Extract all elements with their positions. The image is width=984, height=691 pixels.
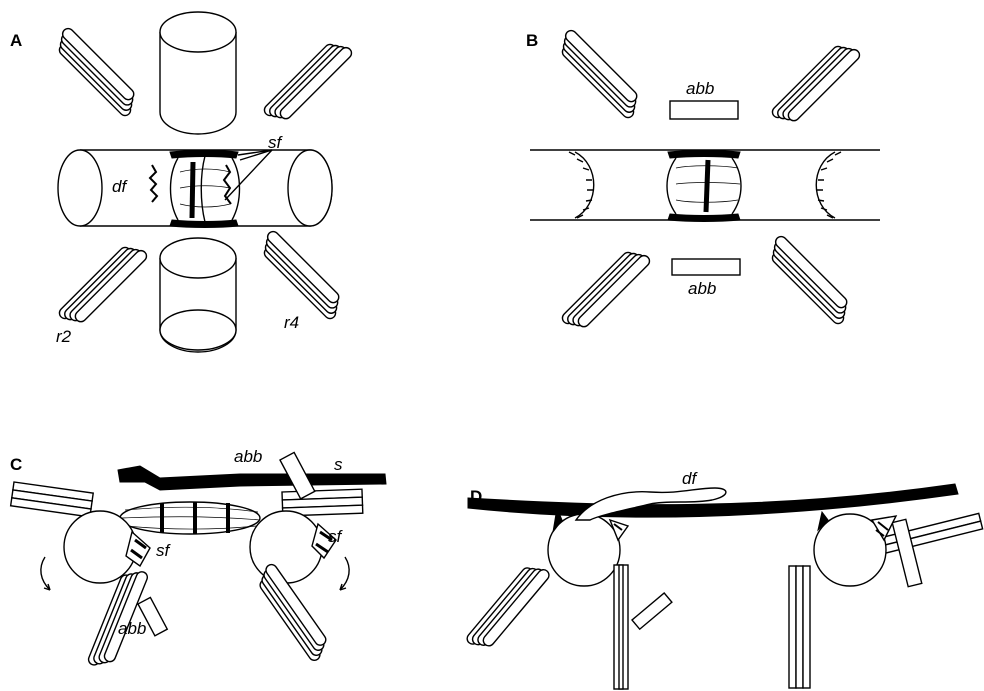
- label-sf-c-right: sf: [328, 527, 344, 546]
- abb-block-c-bottom: [137, 596, 169, 637]
- abb-block-d: [891, 518, 923, 588]
- plank-c-left: [9, 481, 94, 518]
- label-df-a: df: [112, 177, 128, 196]
- panel-a: A: [10, 11, 355, 353]
- cylinder-a-bottom: [159, 237, 237, 353]
- label-abb-b-bottom: abb: [688, 279, 716, 298]
- sf-bands-c: [125, 522, 337, 568]
- label-abb-b-top: abb: [686, 79, 714, 98]
- detached-fiber-df: [574, 487, 727, 521]
- rotation-arrow-c-left: [40, 556, 51, 591]
- abb-block-b-bottom: [671, 258, 741, 276]
- disk-b: [666, 150, 742, 222]
- label-df-d: df: [682, 469, 698, 488]
- abb-block-c-top: [279, 451, 316, 500]
- rod-bundle-a-bottomleft: [56, 238, 150, 332]
- label-abb-c-bottom: abb: [118, 619, 146, 638]
- cylinder-a-top: [159, 11, 237, 135]
- abb-block-b-top: [669, 100, 739, 120]
- panel-d: D df: [464, 469, 984, 690]
- roller-d-right: [813, 513, 887, 587]
- panel-b: B abb abb: [526, 27, 880, 337]
- substrate-strip-c: [117, 465, 387, 491]
- sf-pointer-a: [224, 149, 273, 201]
- horizontal-cylinder-a: [57, 149, 333, 227]
- roller-c-right: [249, 510, 323, 584]
- rod-bundle-a-bottomright: [255, 228, 349, 322]
- roller-c-left: [63, 510, 137, 584]
- rod-bundle-a-topright: [261, 35, 355, 129]
- rod-stack-d-right: [788, 565, 811, 689]
- panel-c: C abb s: [9, 447, 387, 673]
- rod-bundle-b-topleft: [553, 27, 647, 121]
- label-sf-a: sf: [268, 133, 284, 152]
- fiber-bundle-c: [119, 501, 261, 535]
- panel-c-letter: C: [10, 455, 22, 474]
- panel-b-letter: B: [526, 31, 538, 50]
- disk-a: [148, 150, 241, 228]
- label-s: s: [334, 455, 343, 474]
- label-sf-c-left: sf: [156, 541, 172, 560]
- label-r4: r4: [284, 313, 299, 332]
- rotation-arrow-c-right: [339, 556, 350, 591]
- label-r2: r2: [56, 327, 72, 346]
- rod-bundle-b-bottomleft: [559, 243, 653, 337]
- sf-mark-d-left: [552, 506, 563, 533]
- label-abb-c-top: abb: [234, 447, 262, 466]
- rod-bundle-b-topright: [769, 37, 863, 131]
- rod-bundle-a-topleft: [50, 25, 144, 119]
- abb-block-d-mid: [631, 592, 673, 631]
- rod-bundle-b-bottomright: [763, 233, 857, 327]
- rod-bundle-d-left: [464, 558, 552, 656]
- rod-stack-d-mid: [613, 564, 629, 690]
- panel-a-letter: A: [10, 31, 22, 50]
